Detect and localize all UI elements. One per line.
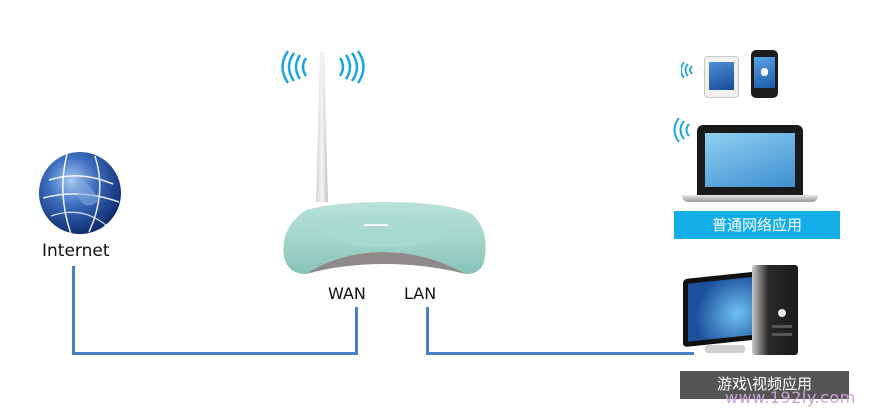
watermark: www.192ly.com bbox=[725, 388, 856, 407]
wireless-apps-label: 普通网络应用 bbox=[674, 211, 840, 239]
internet-to-wan-line-vertical-right bbox=[355, 307, 358, 355]
internet-globe-icon bbox=[37, 150, 123, 236]
desktop-tower-icon bbox=[752, 265, 798, 355]
lan-to-pc-line-vertical bbox=[426, 307, 429, 355]
wifi-signal-small-icon bbox=[680, 61, 695, 79]
wifi-signal-right-icon bbox=[336, 50, 366, 84]
laptop-icon bbox=[697, 125, 803, 195]
wan-port-label: WAN bbox=[328, 284, 366, 303]
router-icon bbox=[276, 52, 490, 287]
internet-label: Internet bbox=[42, 241, 110, 261]
desktop-stand bbox=[705, 345, 745, 353]
wifi-signal-laptop-icon bbox=[673, 117, 693, 143]
internet-to-wan-line-vertical-left bbox=[72, 266, 75, 354]
laptop-base bbox=[682, 195, 818, 202]
wifi-signal-left-icon bbox=[280, 50, 310, 84]
lan-port-label: LAN bbox=[404, 284, 437, 303]
phone-icon bbox=[751, 50, 778, 98]
desktop-monitor-icon bbox=[683, 270, 763, 348]
tablet-icon bbox=[704, 56, 739, 98]
internet-to-wan-line-horizontal bbox=[72, 352, 358, 355]
lan-to-pc-line-horizontal bbox=[426, 352, 694, 355]
wired-apps-label: 游戏\视频应用 bbox=[680, 371, 849, 399]
